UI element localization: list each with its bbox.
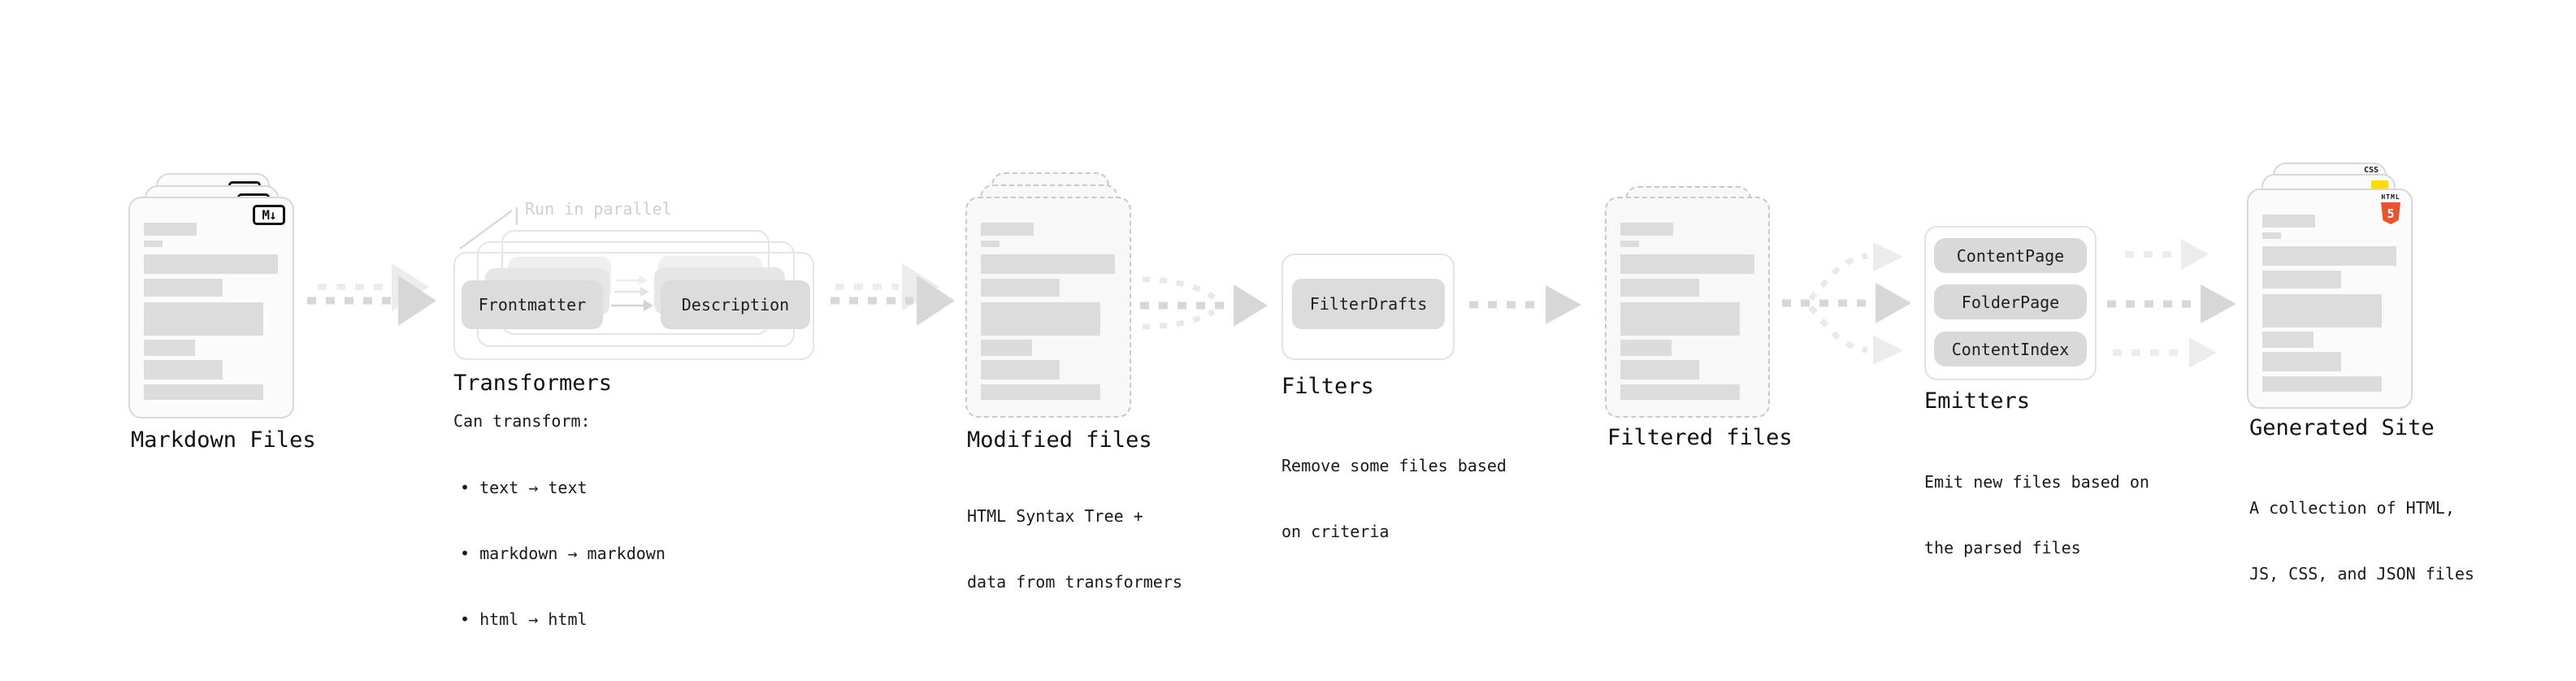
content-bar [1620, 279, 1699, 297]
content-bar [981, 384, 1100, 400]
stage-title-generated-site: Generated Site [2249, 415, 2435, 440]
content-bar [981, 254, 1115, 274]
flow-arrow-transformers-to-modified [830, 263, 955, 326]
modified-file-card-front [965, 197, 1131, 418]
content-bar [144, 279, 223, 297]
content-bar [1620, 254, 1754, 274]
stage-title-emitters: Emitters [1924, 388, 2031, 414]
desc-line: Emit new files based on [1924, 472, 2149, 492]
run-in-parallel-annotation: Run in parallel [525, 199, 672, 219]
bullet-item: • markdown → markdown [460, 544, 666, 563]
emitter-node-content-index: ContentIndex [1934, 332, 2087, 367]
content-bar [981, 302, 1100, 336]
content-bar [981, 241, 1000, 247]
desc-line: A collection of HTML, [2249, 498, 2455, 518]
stage-title-filtered-files: Filtered files [1607, 425, 1793, 450]
content-bar [2262, 215, 2315, 228]
content-bar [1620, 340, 1672, 356]
emitter-node-content-page: ContentPage [1934, 238, 2087, 273]
site-file-card-html: HTML 5 [2247, 189, 2413, 409]
content-bar [1620, 223, 1673, 236]
modified-files-desc: HTML Syntax Tree + data from transformer… [967, 462, 1182, 637]
content-bar [2262, 246, 2396, 266]
content-bar [144, 254, 278, 274]
stage-title-transformers: Transformers [453, 371, 613, 396]
content-bar [144, 340, 195, 356]
transformers-bullet-list: • text → text • markdown → markdown • ht… [460, 433, 666, 674]
transformer-parallel-arrows [611, 275, 653, 311]
flow-arrow-modified-to-filters [1140, 276, 1268, 330]
desc-line: data from transformers [967, 572, 1182, 592]
filters-desc: Remove some files based on criteria [1281, 411, 1507, 587]
desc-line: on criteria [1281, 522, 1390, 541]
html5-wordmark: HTML [2381, 193, 2400, 201]
bullet-item: • text → text [460, 478, 588, 497]
flow-arrow-emitters-to-site [2107, 239, 2236, 368]
content-bar [2262, 376, 2382, 392]
content-bar [2262, 352, 2341, 371]
content-bar [981, 223, 1034, 236]
content-bar [1620, 360, 1699, 380]
desc-line: JS, CSS, and JSON files [2249, 564, 2474, 583]
markdown-icon: M↓ [253, 205, 285, 225]
content-bar [1620, 384, 1740, 400]
content-bar [981, 360, 1060, 380]
stage-title-markdown-files: Markdown Files [131, 427, 316, 453]
emitter-node-folder-page: FolderPage [1934, 284, 2087, 319]
content-bar [1620, 302, 1740, 336]
filter-drafts-node: FilterDrafts [1292, 279, 1445, 329]
content-bar [144, 384, 263, 400]
filtered-file-card-front [1605, 197, 1770, 418]
flow-arrow-filtered-to-emitters [1782, 242, 1911, 365]
transformer-outline-card-front [453, 252, 814, 360]
html5-icon: HTML 5 [2379, 194, 2402, 224]
generated-site-desc: A collection of HTML, JS, CSS, and JSON … [2249, 453, 2474, 629]
content-bar [981, 279, 1060, 297]
flow-arrow-filters-to-filtered [1469, 285, 1581, 324]
stage-title-modified-files: Modified files [967, 427, 1152, 453]
content-bar [2262, 332, 2314, 348]
content-bar [144, 302, 263, 336]
content-bar [2262, 232, 2281, 239]
content-bar [2262, 294, 2382, 327]
html5-shield: 5 [2381, 202, 2400, 224]
desc-line: the parsed files [1924, 538, 2081, 557]
content-bar [2262, 271, 2341, 288]
content-bar [144, 360, 223, 380]
content-bar [144, 223, 197, 236]
content-bar [1620, 241, 1639, 247]
bullet-item: • html → html [460, 609, 588, 629]
content-bar [144, 241, 163, 247]
desc-line: Remove some files based [1281, 456, 1507, 475]
content-bar [981, 340, 1032, 356]
flow-arrow-markdown-to-transformers [307, 263, 436, 326]
transformers-desc-heading: Can transform: [453, 411, 591, 431]
markdown-file-card-front: M↓ [128, 197, 294, 419]
frontmatter-node: Frontmatter [462, 280, 603, 329]
stage-title-filters: Filters [1281, 374, 1374, 399]
emitters-desc: Emit new files based on the parsed files [1924, 427, 2149, 603]
js-icon [2371, 180, 2388, 189]
annotation-connector-line [459, 207, 518, 250]
desc-line: HTML Syntax Tree + [967, 506, 1143, 526]
description-node: Description [661, 280, 810, 329]
